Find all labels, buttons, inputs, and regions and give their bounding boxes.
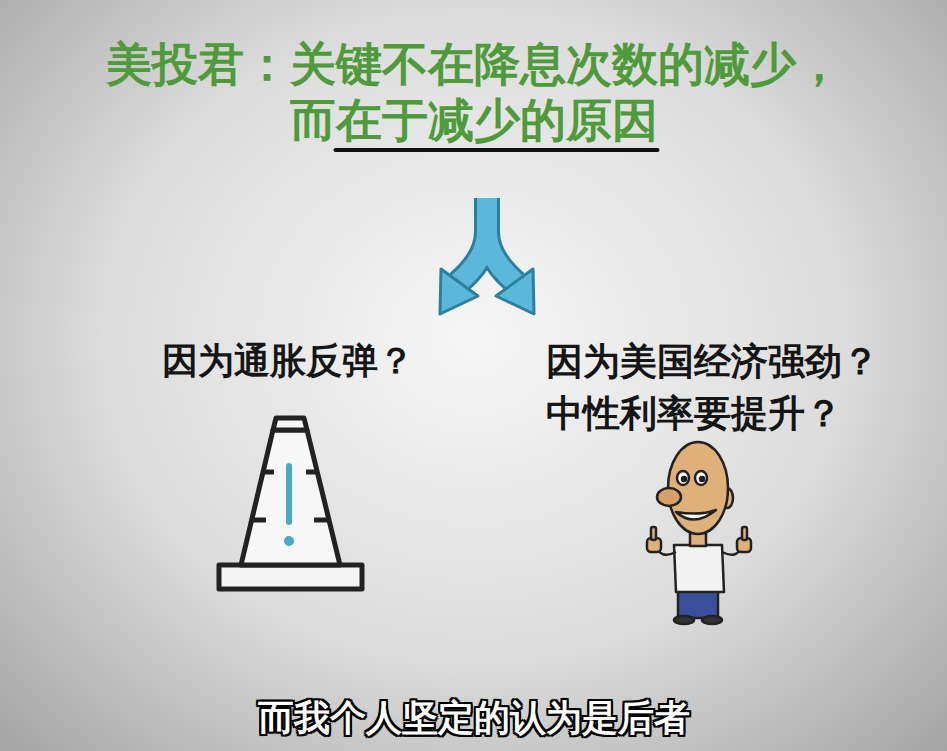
- subtitle-caption-slot: 而我个人坚定的认为是后者: [60, 695, 887, 741]
- option-label: 因为通胀反弹？: [162, 338, 462, 384]
- option-label-slot: 因为通胀反弹？: [162, 338, 462, 384]
- subtitle-caption: 而我个人坚定的认为是后者: [60, 695, 887, 741]
- warning-cone: [219, 418, 362, 589]
- option-label: 因为美国经济强劲？ 中性利率要提升？: [546, 336, 918, 440]
- split-arrow: [440, 198, 534, 314]
- title-text: 美投君：关键不在降息次数的减少， 而在于减少的原因: [90, 36, 857, 148]
- option-label-slot: 因为美国经济强劲？ 中性利率要提升？: [546, 336, 918, 440]
- title-text-slot: 美投君：关键不在降息次数的减少， 而在于减少的原因: [90, 36, 857, 148]
- cartoon-man: [647, 442, 751, 624]
- title-underline: [336, 148, 658, 152]
